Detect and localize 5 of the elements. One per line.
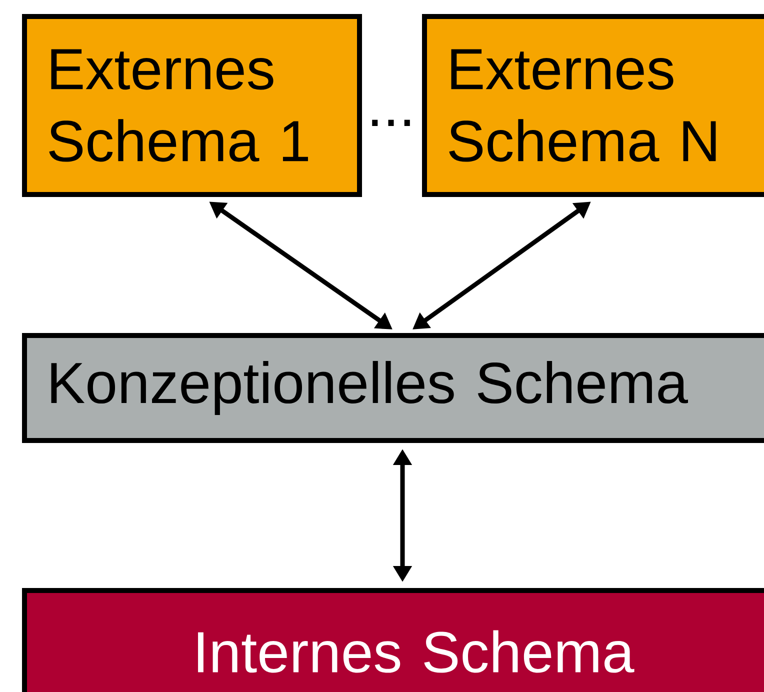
schema-box: Externes Schema 1 <box>22 14 362 197</box>
schema-box: Externes Schema N <box>422 14 764 197</box>
schema-box: Konzeptionelles Schema <box>22 333 764 443</box>
ellipsis: ... <box>372 120 410 126</box>
schema-box: Internes Schema <box>22 588 764 692</box>
